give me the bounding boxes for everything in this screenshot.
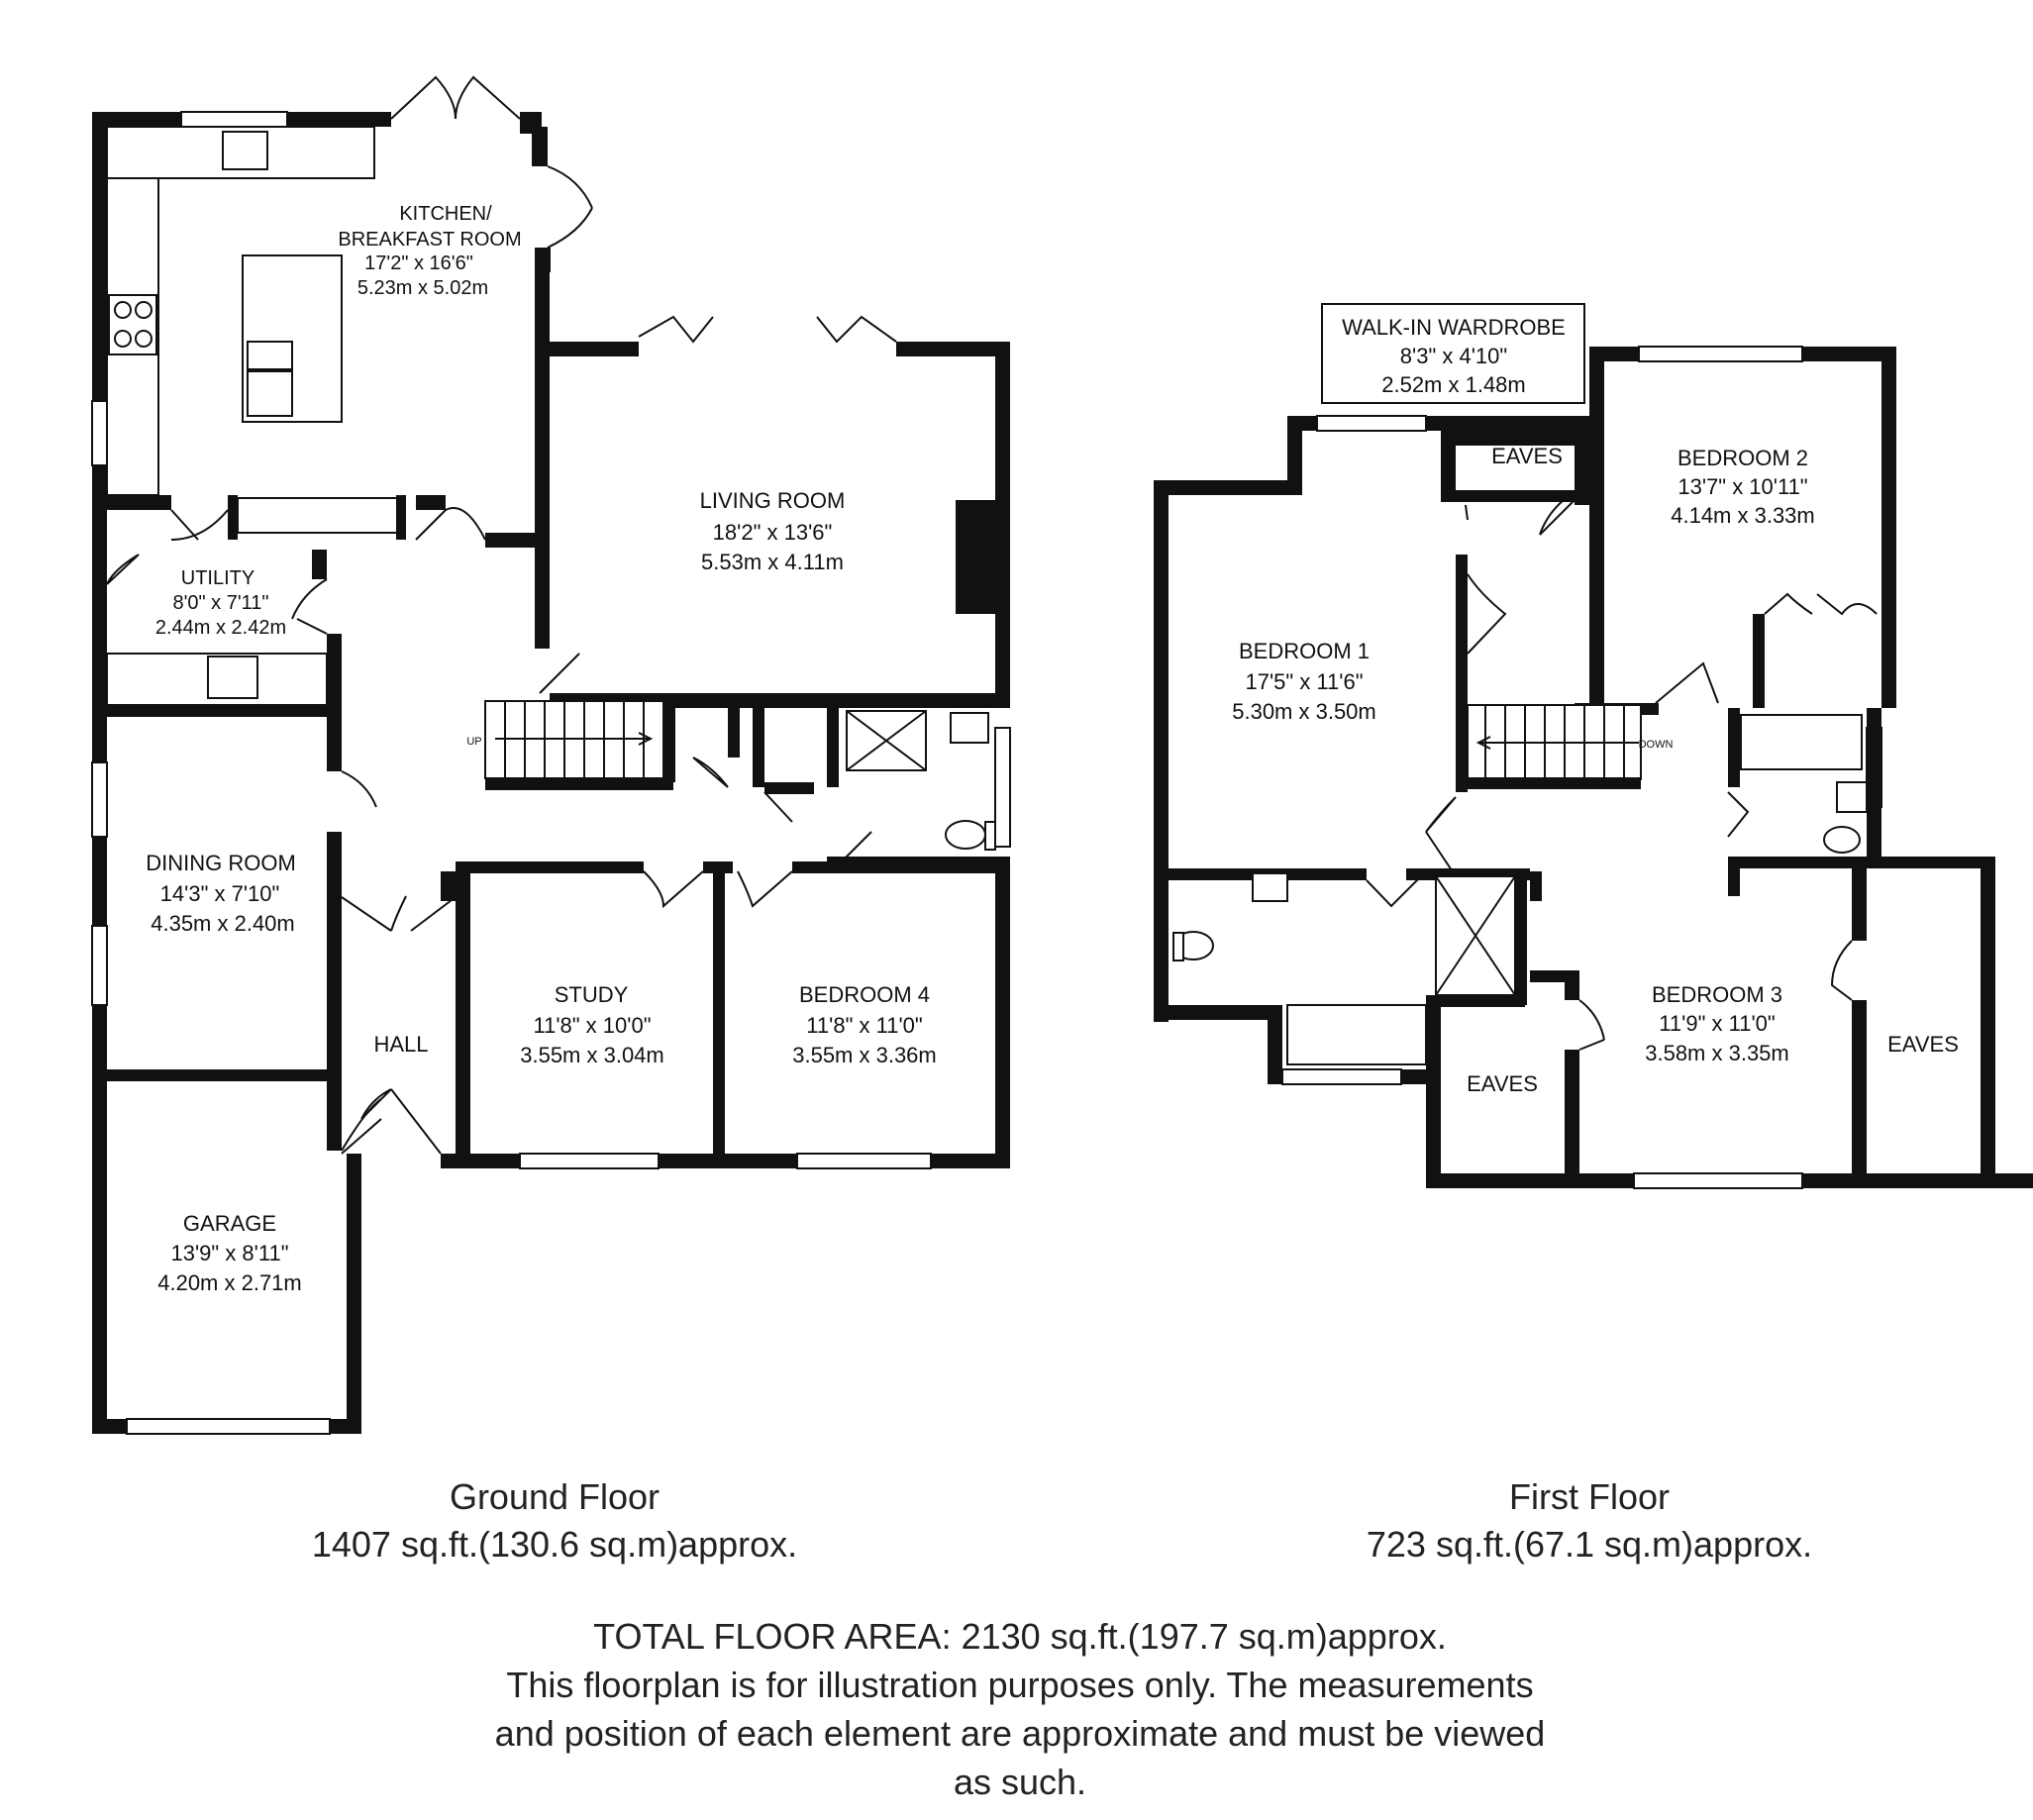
kitchen-metric: 5.23m x 5.02m <box>357 277 488 299</box>
first-floor-area: 723 sq.ft.(67.1 sq.m)approx. <box>1366 1524 1813 1565</box>
disclaimer-line-1: This floorplan is for illustration purpo… <box>506 1665 1534 1705</box>
garage-door <box>126 1418 331 1435</box>
stairs-up-label: UP <box>466 736 481 748</box>
hob-icon <box>108 294 157 355</box>
dining-metric: 4.35m x 2.40m <box>151 911 295 936</box>
eaves-top-name: EAVES <box>1491 444 1563 468</box>
ground-floor-caption: Ground Floor 1407 sq.ft.(130.6 sq.m)appr… <box>228 1473 881 1568</box>
disclaimer-line-2: and position of each element are approxi… <box>494 1713 1546 1754</box>
footer-notes: TOTAL FLOOR AREA: 2130 sq.ft.(197.7 sq.m… <box>376 1612 1664 1806</box>
eaves-right-name: EAVES <box>1887 1032 1959 1057</box>
ground-floor-plan <box>91 75 1011 1435</box>
utility-metric: 2.44m x 2.42m <box>155 617 286 639</box>
island-sink-icon <box>247 370 293 417</box>
basin-icon-2 <box>1836 781 1868 813</box>
bedroom1-metric: 5.30m x 3.50m <box>1232 699 1376 724</box>
bedroom3-name: BEDROOM 3 <box>1652 982 1782 1007</box>
bedroom2-imperial: 13'7" x 10'11" <box>1677 474 1807 499</box>
wardrobe-name: WALK-IN WARDROBE <box>1342 315 1566 340</box>
stairs-down-label: DOWN <box>1639 739 1674 751</box>
basin-icon <box>950 712 989 744</box>
bedroom4-name: BEDROOM 4 <box>799 982 930 1007</box>
bedroom4-metric: 3.55m x 3.36m <box>792 1043 937 1067</box>
bedroom3-metric: 3.58m x 3.35m <box>1645 1041 1789 1065</box>
utility-name: UTILITY <box>181 567 254 589</box>
toilet-icon-2 <box>1823 826 1861 854</box>
kitchen-name-1: KITCHEN/ <box>399 203 492 225</box>
dining-window-1 <box>91 761 108 838</box>
garage-name: GARAGE <box>183 1211 276 1236</box>
chimney-breast <box>956 500 995 614</box>
kitchen-name-2: BREAKFAST ROOM <box>338 229 521 251</box>
kitchen-imperial: 17'2" x 16'6" <box>364 253 473 274</box>
bedroom4-imperial: 11'8" x 11'0" <box>806 1013 922 1038</box>
living-imperial: 18'2" x 13'6" <box>713 520 833 545</box>
ground-floor-area: 1407 sq.ft.(130.6 sq.m)approx. <box>311 1524 798 1565</box>
garage-imperial: 13'9" x 8'11" <box>170 1241 288 1265</box>
dishwasher-icon <box>247 341 293 370</box>
dining-imperial: 14'3" x 7'10" <box>160 881 280 906</box>
total-floor-area: TOTAL FLOOR AREA: 2130 sq.ft.(197.7 sq.m… <box>593 1616 1447 1657</box>
study-metric: 3.55m x 3.04m <box>520 1043 664 1067</box>
living-name: LIVING ROOM <box>700 488 846 513</box>
toilet-icon <box>945 820 986 850</box>
bedroom1-name: BEDROOM 1 <box>1239 639 1370 663</box>
hall-name: HALL <box>373 1032 428 1057</box>
utility-imperial: 8'0" x 7'11" <box>172 592 268 614</box>
dining-window-2 <box>91 925 108 1006</box>
bedroom1-imperial: 17'5" x 11'6" <box>1245 669 1363 694</box>
staircase-down <box>1467 704 1642 780</box>
staircase-up <box>484 700 664 779</box>
living-metric: 5.53m x 4.11m <box>701 550 844 574</box>
wardrobe-imperial: 8'3" x 4'10" <box>1400 344 1507 368</box>
bedroom3-window <box>1633 1172 1803 1189</box>
wardrobe-label-box <box>1321 303 1585 404</box>
kitchen-side-window <box>91 400 108 466</box>
first-floor-plan <box>1154 303 2033 1189</box>
ground-floor-title: Ground Floor <box>449 1476 661 1517</box>
wardrobe-metric: 2.52m x 1.48m <box>1381 372 1526 397</box>
utility-sink-icon <box>207 656 258 699</box>
disclaimer-line-3: as such. <box>953 1762 1087 1802</box>
study-name: STUDY <box>555 982 629 1007</box>
study-window <box>519 1153 660 1169</box>
ensuite-window <box>1281 1068 1402 1085</box>
bedroom4-window <box>796 1153 932 1169</box>
bedroom2-window <box>1638 346 1803 362</box>
eaves-left-name: EAVES <box>1467 1071 1538 1096</box>
shower-window <box>994 727 1011 848</box>
first-floor-title: First Floor <box>1509 1476 1670 1517</box>
ensuite-bath-icon <box>1286 1004 1427 1065</box>
ground-floor-labels: KITCHEN/ BREAKFAST ROOM 17'2" x 16'6" 5.… <box>146 203 937 1295</box>
bedroom3-imperial: 11'9" x 11'0" <box>1659 1011 1775 1036</box>
first-floor-caption: First Floor 723 sq.ft.(67.1 sq.m)approx. <box>1268 1473 1911 1568</box>
first-floor-labels: WALK-IN WARDROBE 8'3" x 4'10" 2.52m x 1.… <box>1232 315 1959 1096</box>
bedroom2-metric: 4.14m x 3.33m <box>1671 503 1815 528</box>
bath-icon <box>1740 714 1863 770</box>
study-imperial: 11'8" x 10'0" <box>533 1013 651 1038</box>
bedroom2-name: BEDROOM 2 <box>1677 446 1808 470</box>
garage-metric: 4.20m x 2.71m <box>157 1270 302 1295</box>
ensuite-basin-icon <box>1252 872 1288 902</box>
kitchen-window <box>180 111 288 128</box>
dining-name: DINING ROOM <box>146 851 296 875</box>
sink-icon <box>222 131 268 170</box>
bedroom1-window <box>1316 415 1427 432</box>
